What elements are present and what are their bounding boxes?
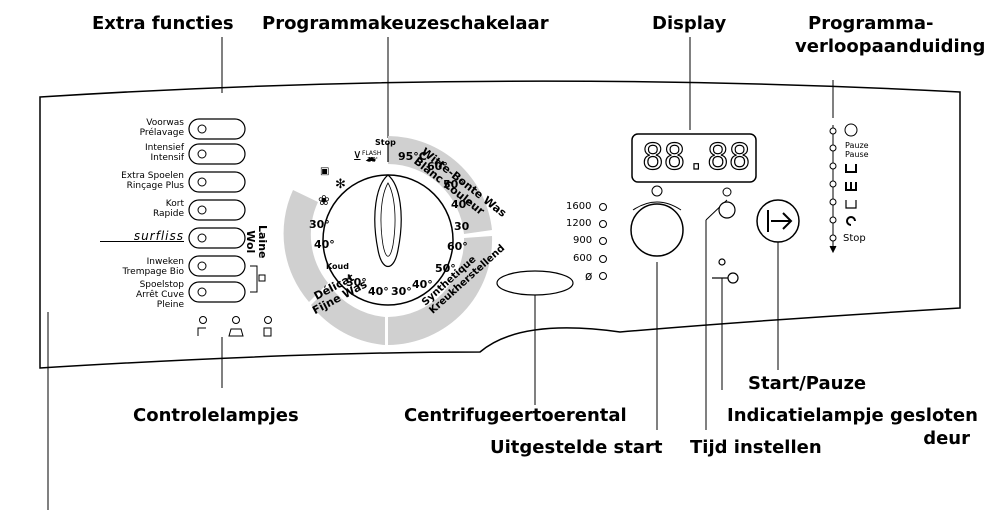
dial-ring-witte [388, 136, 492, 234]
dial-wol-40: 40° [314, 238, 335, 251]
spin-speed-900: 900 [573, 235, 593, 246]
dial-temp-60: 60° [427, 160, 448, 173]
door-lock-key-icon [712, 258, 739, 284]
button-intensief[interactable] [188, 143, 246, 165]
progress-rinse-icon [845, 182, 857, 191]
button-kort[interactable] [188, 199, 246, 221]
leader-lines [47, 37, 834, 510]
dial-fijn-40: 40° [368, 285, 389, 298]
rinse-program-icon: ▣ [320, 166, 329, 177]
callout-programmaverloop-1: Programma- [808, 13, 934, 34]
button-voorwas[interactable] [188, 118, 246, 140]
dial-synth-40: 40° [412, 278, 433, 291]
dial-ring-wol [283, 190, 328, 302]
delayed-start-icon [651, 185, 663, 197]
start-arrow-icon [767, 210, 793, 232]
button-spoelstop[interactable] [188, 281, 246, 303]
dial-synth-60: 60° [447, 240, 468, 253]
callout-extra-functies: Extra functies [92, 13, 234, 34]
dial-stop: Stop [375, 138, 396, 147]
suds-icon [228, 328, 244, 337]
dial-ring-fijn [311, 286, 385, 345]
spin-speed-1600: 1600 [566, 201, 592, 212]
label-surfliss: surfliss [100, 230, 184, 242]
callout-start-pauze: Start/Pauze [748, 373, 867, 394]
callout-programmaverloop-2: verloopaanduiding [795, 36, 986, 57]
callout-deur-2: deur [923, 428, 970, 449]
option-buttons [188, 118, 266, 303]
dial-flash-time: 30' [367, 156, 378, 164]
panel-outline [39, 80, 961, 369]
callout-uitgestelde-start: Uitgestelde start [490, 437, 663, 458]
child-lock-bracket [250, 265, 258, 293]
dial-wol-30: 30° [309, 218, 330, 231]
dial-ring-synthetisch [388, 236, 493, 345]
tub-icon: ⊻ [353, 149, 362, 163]
callout-controlelampjes: Controlelampjes [133, 405, 299, 426]
control-lamps [197, 316, 272, 337]
display-digits: 88.88 [641, 136, 751, 178]
dial-flash: FLASH [362, 150, 382, 157]
callout-display: Display [652, 13, 727, 34]
dial-temp-30: 30 [454, 220, 470, 233]
button-extra-spoelen[interactable] [188, 171, 246, 193]
callout-deur-1: Indicatielampje gesloten [727, 405, 978, 426]
button-surfliss[interactable] [188, 227, 246, 249]
dial-temp-50: 50° [443, 178, 464, 191]
program-dial[interactable]: ☁ ✻ ❀ ▣ ⊻ [283, 136, 493, 345]
lock-icon [258, 274, 266, 282]
door-lock-icon [263, 327, 272, 337]
spin-speed-600: 600 [573, 253, 593, 264]
display-frame [631, 133, 757, 183]
drain-program-icon: ❀ [318, 193, 330, 209]
delayed-start-knob[interactable] [630, 203, 684, 257]
dial-pointer [374, 174, 402, 268]
dial-fijn-30: 30° [346, 276, 367, 289]
dial-synth-50: 50° [435, 262, 456, 275]
progress-indicator [829, 123, 858, 254]
progress-wash-icon [845, 164, 857, 173]
no-spin-icon: ø [585, 269, 593, 283]
progress-stop: Stop [843, 233, 866, 244]
time-set-button[interactable] [718, 201, 736, 219]
clock-icon [722, 187, 732, 197]
water-tap-icon [197, 327, 206, 336]
progress-drain-icon [845, 200, 857, 209]
progress-delay-icon [844, 123, 858, 137]
progress-spin-icon [846, 216, 856, 226]
spin-speed-1200: 1200 [566, 218, 592, 229]
callout-centrifugeertoerental: Centrifugeertoerental [404, 405, 627, 426]
dial-fijn-koud: Koud [326, 262, 349, 271]
callout-tijd-instellen: Tijd instellen [690, 437, 822, 458]
button-inweken[interactable] [188, 255, 246, 277]
dial-temp-95: 95°C [398, 150, 427, 163]
spin-speed-button[interactable] [496, 270, 574, 296]
dial-synth-30: 30° [391, 285, 412, 298]
spin-speed-lamps [599, 203, 607, 280]
dial-temp-40: 40° [451, 198, 472, 211]
flash-icon: ☁ [365, 151, 376, 164]
spin-program-icon: ✻ [335, 177, 346, 192]
callout-programmakeuzeschakelaar: Programmakeuzeschakelaar [262, 13, 549, 34]
